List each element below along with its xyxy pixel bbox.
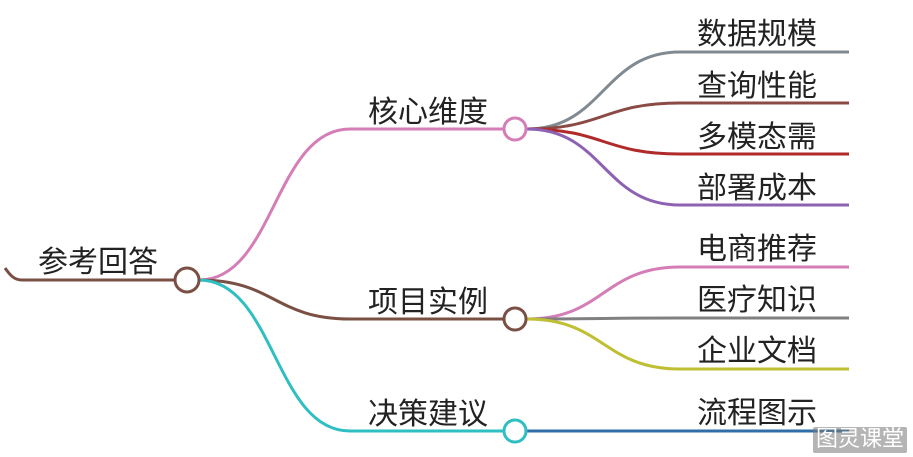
leaf-label-flowchart: 流程图示	[697, 396, 817, 431]
leaf-label-data-scale: 数据规模	[697, 17, 817, 52]
branch-link-cases	[198, 278, 351, 321]
leaf-link-core-0	[526, 50, 849, 131]
leaf-link-cases-0	[526, 265, 849, 321]
leaf-label-medical: 医疗知识	[697, 283, 817, 318]
leaf-label-multimodal: 多模态需	[697, 120, 817, 155]
root-line	[3, 267, 175, 282]
branch-node-core	[502, 116, 528, 142]
branch-label-decision: 决策建议	[368, 397, 488, 432]
root-label: 参考回答	[38, 245, 158, 280]
leaf-label-query-performance: 查询性能	[697, 69, 817, 104]
watermark-text: 图灵课堂	[812, 427, 907, 453]
leaf-label-deploy-cost: 部署成本	[697, 171, 817, 206]
leaf-label-enterprise-docs: 企业文档	[697, 334, 817, 369]
branch-label-cases: 项目实例	[368, 285, 488, 320]
branch-label-core: 核心维度	[368, 95, 488, 130]
root-node	[173, 266, 201, 294]
leaf-link-core-3	[526, 127, 849, 207]
leaf-label-ecommerce: 电商推荐	[697, 232, 817, 267]
leaf-link-cases-1	[526, 316, 849, 321]
leaf-link-cases-2	[526, 317, 849, 371]
branch-node-cases	[502, 306, 528, 332]
leaf-link-core-1	[526, 101, 849, 131]
branch-node-decision	[502, 418, 528, 444]
branch-link-decision	[198, 278, 351, 433]
leaf-link-core-2	[526, 127, 849, 156]
branch-link-core	[198, 127, 351, 282]
